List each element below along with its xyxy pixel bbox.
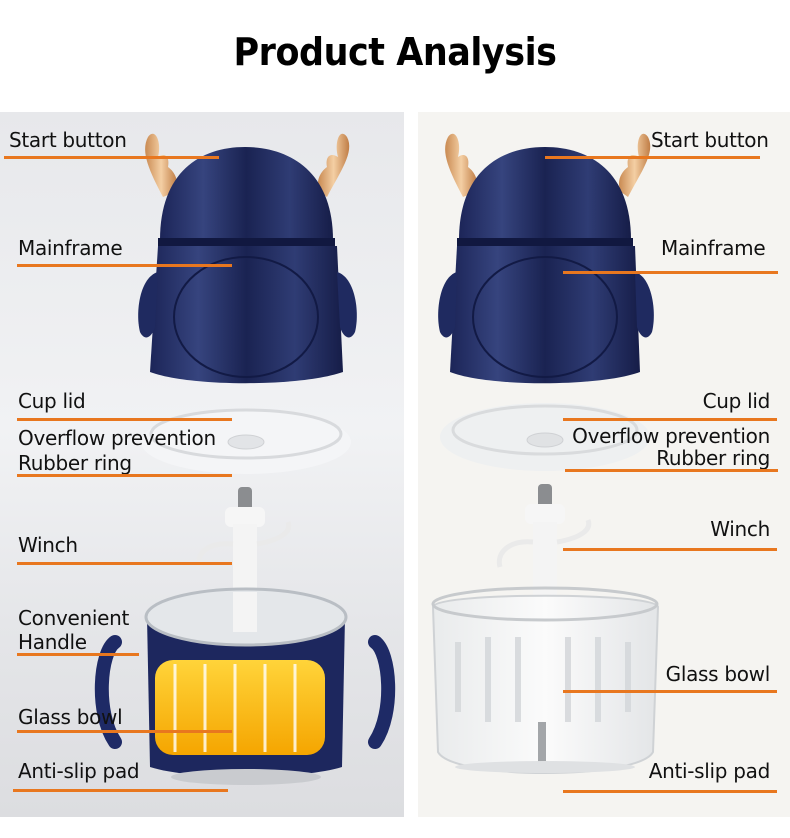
leader-line-start-button xyxy=(4,156,219,159)
leader-line-cup-lid xyxy=(17,418,232,421)
start-button-dome xyxy=(459,147,631,240)
left-product-panel: Start button Mainframe Cup lid Overflow … xyxy=(0,112,404,817)
label-handle: Handle xyxy=(18,630,87,654)
label-cup-lid: Cup lid xyxy=(18,389,86,413)
glass-bowl-window xyxy=(155,660,325,755)
right-product-panel: Start button Mainframe Cup lid Overflow … xyxy=(418,112,790,817)
handle-right xyxy=(368,635,396,749)
leader-line-anti-slip-pad xyxy=(563,790,777,793)
leader-line-cup-lid xyxy=(563,418,777,421)
label-anti-slip-pad: Anti-slip pad xyxy=(648,759,771,783)
label-cup-lid: Cup lid xyxy=(702,389,771,413)
mainframe-body xyxy=(450,246,640,384)
label-overflow-prevention: Overflow prevention xyxy=(18,426,216,450)
leader-line-rubber-ring xyxy=(17,474,232,477)
right-product-illustration xyxy=(431,133,660,774)
label-convenient: Convenient xyxy=(18,606,130,630)
label-glass-bowl: Glass bowl xyxy=(18,705,123,729)
leader-line-glass-bowl xyxy=(563,690,777,693)
page-title: Product Analysis xyxy=(233,30,557,74)
leader-line-start-button xyxy=(545,156,760,159)
label-anti-slip-pad: Anti-slip pad xyxy=(18,759,140,783)
leader-line-mainframe xyxy=(17,264,232,267)
leader-line-mainframe xyxy=(563,271,778,274)
leader-line-glass-bowl xyxy=(17,730,232,733)
label-mainframe: Mainframe xyxy=(661,236,766,260)
leader-line-anti-slip-pad xyxy=(13,789,228,792)
antler-right-icon xyxy=(618,133,651,197)
leader-line-winch xyxy=(17,562,232,565)
antler-left-icon xyxy=(145,133,178,197)
label-winch: Winch xyxy=(710,517,770,541)
antler-right-icon xyxy=(317,133,350,197)
label-winch: Winch xyxy=(18,533,78,557)
start-button-dome xyxy=(160,147,333,240)
leader-line-winch xyxy=(563,548,777,551)
label-mainframe: Mainframe xyxy=(18,236,123,260)
label-start-button: Start button xyxy=(9,128,127,152)
leader-line-handle xyxy=(17,653,139,656)
label-start-button: Start button xyxy=(651,128,769,152)
mainframe-body xyxy=(150,246,343,384)
leader-line-rubber-ring xyxy=(565,469,778,472)
label-rubber-ring: Rubber ring xyxy=(18,451,132,475)
label-rubber-ring: Rubber ring xyxy=(656,446,770,470)
left-product-illustration xyxy=(94,133,396,785)
label-glass-bowl: Glass bowl xyxy=(665,662,771,686)
label-overflow-prevention: Overflow prevention xyxy=(572,424,770,448)
antler-left-icon xyxy=(445,133,478,197)
